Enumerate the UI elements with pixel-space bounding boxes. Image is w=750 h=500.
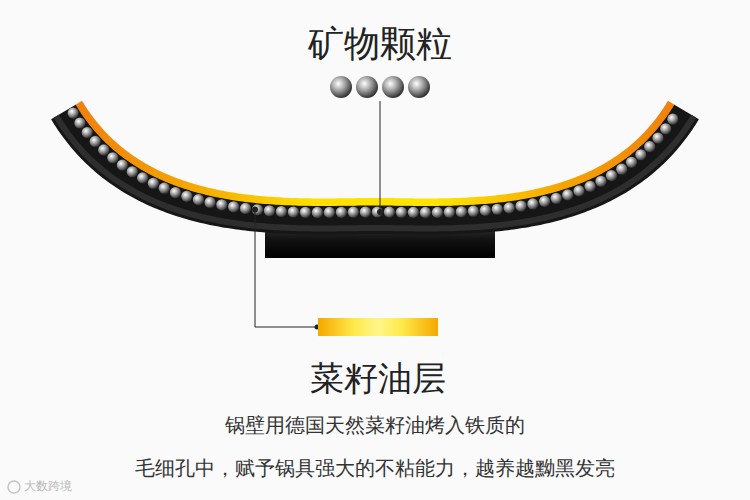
mineral-particle [396, 207, 407, 218]
mineral-particle [456, 206, 467, 217]
mineral-particle [216, 199, 227, 210]
mineral-particle [356, 76, 378, 98]
mineral-particle [68, 108, 79, 119]
mineral-particle [432, 207, 443, 218]
leader-line [255, 210, 317, 327]
mineral-particle [444, 207, 455, 218]
leader-dot [252, 207, 258, 213]
mineral-particle [539, 196, 550, 207]
mineral-particle [300, 207, 311, 218]
mineral-particle [82, 127, 93, 138]
mineral-particle [330, 76, 352, 98]
mineral-particle [252, 204, 263, 215]
mineral-particle [204, 197, 215, 208]
mineral-particle [562, 189, 573, 200]
watermark: 大数跨境 [24, 478, 164, 495]
mineral-particle [324, 207, 335, 218]
mineral-particle [616, 164, 627, 175]
mineral-particle [312, 207, 323, 218]
mineral-particle [336, 207, 347, 218]
mineral-particle [117, 160, 128, 171]
mineral-particle [348, 207, 359, 218]
mineral-particle [660, 123, 671, 134]
mineral-particle [228, 201, 239, 212]
mineral-particle [652, 132, 663, 143]
node-title: 矿物颗粒 [280, 22, 480, 65]
node-title: 菜籽油层 [278, 358, 478, 399]
mineral-particle [127, 166, 138, 177]
mineral-particle [635, 149, 646, 160]
mineral-particles: 矿物颗粒 [280, 22, 480, 103]
mineral-particle [107, 152, 118, 163]
mineral-particle [420, 207, 431, 218]
description-line: 锅壁用德国天然菜籽油烤入铁质的 [0, 411, 750, 439]
mineral-particle [360, 206, 371, 217]
mineral-particle [276, 206, 287, 217]
mineral-particle [408, 207, 419, 218]
mineral-particle [193, 194, 204, 205]
mineral-particle [170, 187, 181, 198]
mineral-particle [90, 136, 101, 147]
mineral-particle [264, 205, 275, 216]
mineral-particle [382, 76, 404, 98]
oil-layer [76, 101, 675, 206]
mineral-particle [667, 114, 678, 125]
mineral-particle [644, 141, 655, 152]
mineral-particle [384, 206, 395, 217]
mineral-particle [585, 181, 596, 192]
mineral-particle [288, 206, 299, 217]
mineral-particle [551, 193, 562, 204]
watermark-logo [8, 481, 20, 493]
oil-bar [318, 318, 438, 336]
mineral-particle [480, 205, 491, 216]
mineral-particle [98, 144, 109, 155]
mineral-particle [504, 202, 515, 213]
mineral-particle [74, 117, 85, 128]
mineral-particle [515, 200, 526, 211]
mineral-particle [148, 178, 159, 189]
mineral-particle [595, 176, 606, 187]
mineral-particle-group [280, 71, 480, 103]
description-line: 毛细孔中，赋予锅具强大的不粘能力，越养越黝黑发亮 [0, 454, 750, 482]
oil-layer-swatch: 菜籽油层 [278, 318, 478, 399]
mineral-particle [372, 206, 383, 217]
mineral-particle [573, 185, 584, 196]
mineral-particle [240, 203, 251, 214]
mineral-particle [492, 204, 503, 215]
mineral-particle [606, 170, 617, 181]
leader-line [380, 101, 381, 212]
mineral-particle [181, 191, 192, 202]
mineral-particle [137, 172, 148, 183]
leader-dot [377, 209, 383, 215]
mineral-particle [468, 206, 479, 217]
mineral-particle [408, 76, 430, 98]
mineral-particle [626, 157, 637, 168]
mineral-particle [527, 198, 538, 209]
mineral-particle [159, 183, 170, 194]
